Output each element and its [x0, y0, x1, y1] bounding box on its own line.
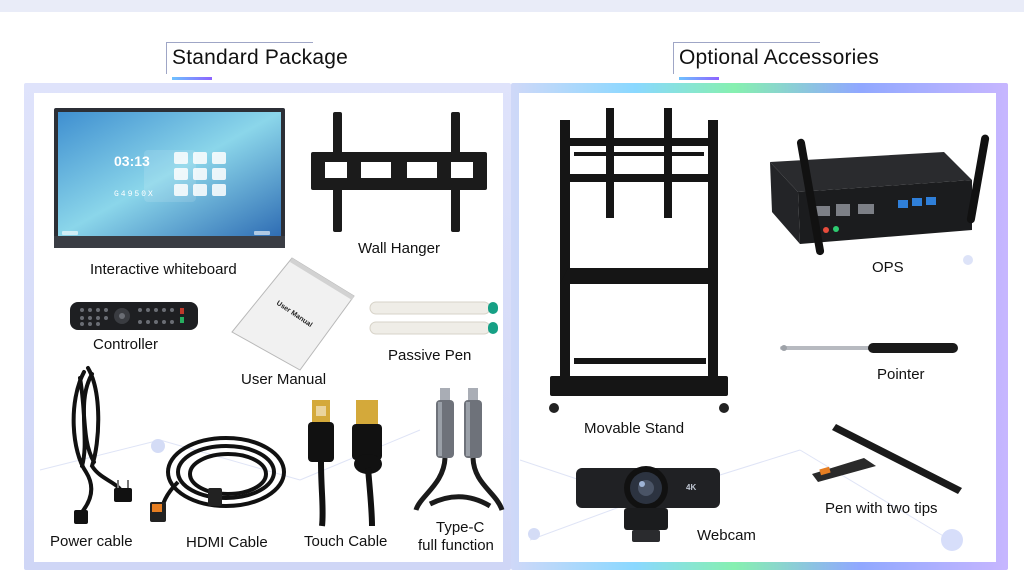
pointer-image [780, 338, 964, 358]
type-c-label-line2: full function [418, 537, 494, 554]
two-tip-pen-image [806, 422, 966, 498]
user-manual-image: User Manual [228, 256, 356, 372]
webcam-image: 4K [574, 462, 722, 544]
type-c-cable-image [410, 388, 506, 514]
type-c-label-line1: Type-C [436, 519, 485, 536]
wall-hanger-image [311, 112, 487, 232]
interactive-whiteboard-label: Interactive whiteboard [90, 261, 237, 278]
power-cable-image [62, 362, 140, 528]
user-manual-label: User Manual [241, 371, 327, 388]
heading-frame [673, 42, 820, 74]
heading-underline [172, 77, 212, 80]
webcam-label: Webcam [697, 527, 756, 544]
interactive-whiteboard-image: 03:13 G4950X [54, 108, 285, 248]
screen-clock: 03:13 [114, 153, 150, 169]
movable-stand-label: Movable Stand [584, 420, 685, 437]
optional-accessories-heading: Optional Accessories [673, 42, 880, 80]
heading-underline [679, 77, 719, 80]
standard-package-heading: Standard Package [166, 42, 348, 80]
movable-stand-image [546, 108, 732, 414]
ops-label: OPS [872, 259, 904, 276]
touch-cable-label: Touch Cable [304, 533, 388, 550]
webcam-badge: 4K [686, 483, 696, 492]
screen-code: G4950X [114, 190, 155, 199]
standard-package-title: Standard Package [172, 46, 348, 69]
hdmi-cable-image [148, 422, 290, 530]
heading-frame [166, 42, 313, 74]
passive-pen-image [368, 300, 500, 338]
wall-hanger-label: Wall Hanger [358, 240, 440, 257]
top-strip [0, 0, 1024, 12]
remote-controller-image [70, 300, 198, 332]
optional-accessories-title: Optional Accessories [679, 46, 880, 69]
ops-computer-image [766, 134, 994, 260]
hdmi-cable-label: HDMI Cable [186, 534, 268, 551]
touch-cable-image [306, 400, 390, 528]
pointer-label: Pointer [877, 366, 925, 383]
power-cable-label: Power cable [50, 533, 133, 550]
controller-label: Controller [93, 336, 159, 353]
pen-two-tips-label: Pen with two tips [825, 500, 938, 517]
passive-pen-label: Passive Pen [388, 347, 472, 364]
